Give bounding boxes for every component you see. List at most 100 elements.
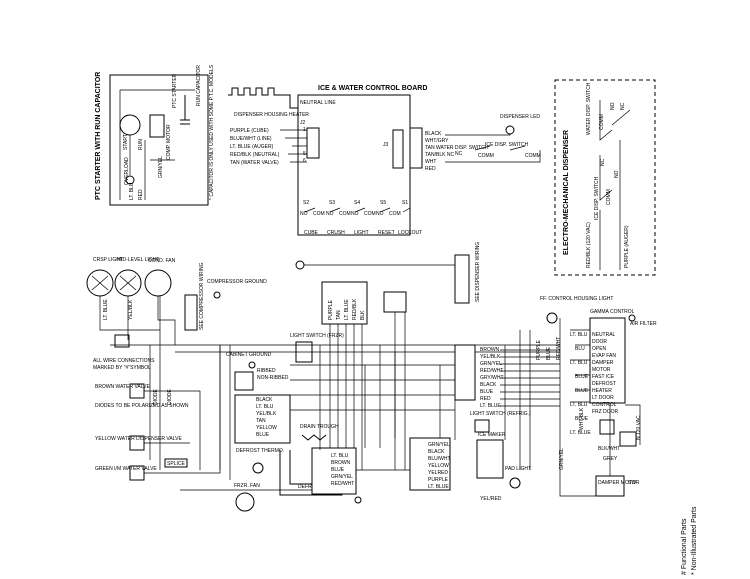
non-ribbed-label: NON-RIBBED [257,375,289,381]
s5-com: COM [389,211,401,217]
neutral-line-label: NEUTRAL LINE [300,100,336,106]
lt-blue-vert-b: LT. BLUE [344,299,350,320]
right-connector [454,344,476,401]
input-purple: PURPLE (CUBE) [230,128,269,134]
gamma-pin-damper: DAMPER [592,360,614,366]
right-wire-black: BLACK [480,382,497,388]
input-tan: TAN (WATER VALVE) [230,160,279,166]
mid-junction-block [234,394,291,444]
dispenser-heater-symbol [228,87,298,109]
led-crush: CRUSH [327,230,345,236]
damper-motor-box [595,475,625,497]
frzr-fan-icon [235,492,255,512]
sw-label: SW [628,480,636,486]
electro-wires [599,100,631,270]
s4-no: NO [351,211,359,217]
led-reset: RESET [378,230,395,236]
s2-com: COM [313,211,325,217]
gamma-control-label: GAMMA CONTROL [590,309,635,315]
pad-light-icon [509,477,521,489]
vac-label: N 120 VAC [636,415,642,440]
left-bundle-wires [99,296,560,474]
light-switch-frzr-icon [295,341,313,363]
lower-left-lt-blu: LT. BLU [331,453,349,459]
cond-fan-icon [144,269,172,297]
outlet-box [619,431,637,447]
electro-comm-a: COMM [599,114,605,130]
s3-com: COM [339,211,351,217]
right-wire-brown: BROWN [480,347,500,353]
main-schematic: CRSP LIGHT MID-LEVEL LIGHT COND. FAN COM… [86,242,657,512]
lower-left-blue: BLUE [331,467,345,473]
blk-vert: BLK [360,310,366,320]
ptc-note: * CAPACITOR IS ONLY USED WITH SOME P.T.C… [209,64,215,200]
grn-yel-right: GRN/YEL [559,448,565,470]
electro-title: ELECTRO-MECHANICAL DISPENSER [563,130,570,255]
lt-blu-label: LT. BLU [129,182,135,200]
diodes-label: DIODES TO BE POLARIZED AS SHOWN [95,403,189,409]
s5-no: NO [376,211,384,217]
j7-connector [409,127,423,169]
output-red: RED [425,166,436,172]
purple-vert: PURPLE [328,299,334,320]
gamma-wire-e: BLUE [575,388,589,394]
electro-red-blk: RED/BLK (120 VAC) [586,222,592,268]
gamma-pin-open: OPEN [592,346,607,352]
compressor-ground-label: COMPRESSOR GROUND [207,279,267,285]
right-wire-red: RED [480,396,491,402]
gamma-pin-frz-door: FRZ DOOR [592,409,618,415]
lower-left-grn-yel: GRN/YEL [331,474,353,480]
electro-dispenser-box [554,79,656,276]
fuse-box [599,419,615,435]
output-tan-blk: TAN/BLK NC [425,152,454,158]
damper-motor-label: DAMPER MOTOR [598,480,640,486]
compressor-wiring-box [184,294,198,331]
lower-mid-yellow: YELLOW [428,463,449,469]
overload-label: OVERLOAD [124,157,130,185]
ptc-starter-label: PTC STARTER [172,73,178,108]
lt-blue-vert: LT. BLUE [103,299,109,320]
gamma-pin-fast-ice: FAST ICE [592,374,615,380]
output-wht-gry: WHT/GRY [425,138,449,144]
pad-light-label: PAD LIGHT [505,466,531,472]
blk-wht-label: BLK/WHT [598,446,620,452]
drain-trough-label: DRAIN TROUGH [300,424,339,430]
electro-nc-a: NC [620,102,626,110]
lower-ground-icon [354,496,362,504]
lower-mid-block [409,437,451,491]
electro-ice-disp-label: ICE DISP. SWITCH [594,176,600,220]
gamma-wire-h: LT. BLUE [570,430,591,436]
defrost-thermo-icon [252,462,264,474]
wht-blk-right: WHT/BLK [579,407,585,430]
see-compressor-label: SEE COMPRESSOR WIRING [199,262,205,330]
mid-wire-lt-blu: LT. BLU [256,404,274,410]
yel-red-label: YEL/RED [480,496,502,502]
grey-label: GREY [603,456,618,462]
diode-label-a: DIODE [153,389,159,406]
gamma-wire-d: BLUE [575,374,589,380]
dispenser-led-label: DISPENSER LED [500,114,540,120]
run-label: RUN [138,139,144,150]
compressor-ground-icon [213,291,221,299]
mid-wire-tan: TAN [256,418,266,424]
right-wire-grn-yel: GRN/YEL [480,361,502,367]
gamma-pin-control: CONTROL [592,402,617,408]
gamma-pin-defrost: DEFROST [592,381,616,387]
all-wire-label: ALL WIRE CONNECTIONS [93,358,155,364]
lower-mid-lt-blue: LT. BLUE [428,484,449,490]
electro-dispenser-section: ELECTRO-MECHANICAL DISPENSER WATER DISP.… [554,79,656,276]
heater-label: DISPENSER HOUSING HEATER [234,112,309,118]
tan-vert: TAN [336,310,342,320]
gamma-wires-lines [559,318,641,497]
grn-yel-label: GRN/YEL [158,156,164,178]
gamma-pin-neutral: NEUTRAL [592,332,616,338]
ice-board-title: ICE & WATER CONTROL BOARD [318,85,427,92]
air-filter-icon [628,314,636,322]
gamma-control-box [589,317,626,404]
dispenser-vertical-wires [329,312,406,470]
lower-mid-black: BLACK [428,449,445,455]
ff-wire-red-wht: RED/WHT [556,337,562,360]
dispenser-connector [321,281,368,325]
nc-label: NC [455,151,463,157]
